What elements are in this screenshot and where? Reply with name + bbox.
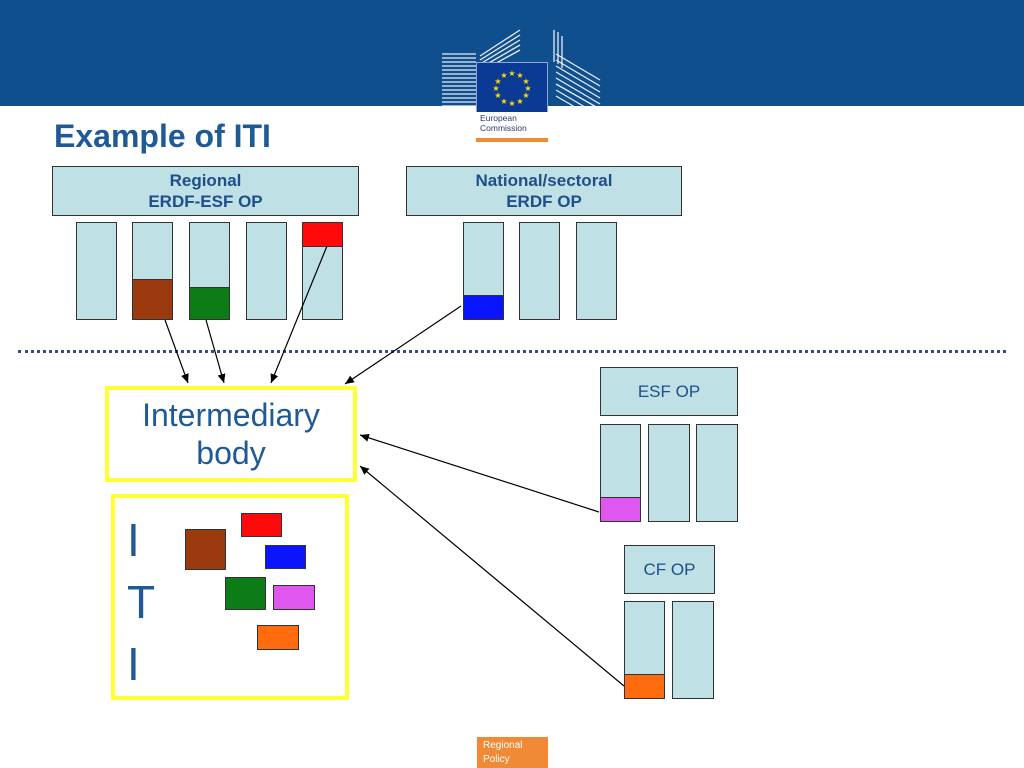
esf-op-column [696,424,738,522]
iti-letter-3: I [127,638,140,690]
logo-text: European Commission [480,113,550,133]
regional-op-column [132,222,173,320]
dotted-separator [18,350,1006,353]
logo-text-line2: Commission [480,123,527,133]
european-commission-logo: ★★★ ★★★ ★★★ ★★★ European Commission [440,28,608,144]
cf-op-header: CF OP [624,545,715,594]
svg-text:★: ★ [522,91,529,100]
berlaymont-building-icon [442,29,601,111]
footer-line2: Policy [483,754,510,765]
regional-policy-tag: Regional Policy [477,737,548,768]
national-op-column [463,222,504,320]
national-op-column [519,222,560,320]
arrow-green-to-ib [205,319,226,384]
national-op-line2: ERDF OP [506,192,582,211]
iti-magenta-square [273,585,315,610]
svg-text:★: ★ [516,97,523,106]
svg-text:★: ★ [492,84,499,93]
iti-orange-square [257,625,299,650]
regional-op-column [189,222,230,320]
regional-op-line2: ERDF-ESF OP [148,192,263,211]
orange-segment [624,674,665,699]
regional-op-header: Regional ERDF-ESF OP [52,166,359,216]
svg-text:★: ★ [500,71,507,80]
intermediary-body-box: Intermediary body [105,386,357,482]
iti-brown-square [185,529,226,570]
arrow-orange-to-ib [359,465,625,687]
intermediary-body-label: Intermediary body [142,396,320,472]
iti-letter-1: I [127,514,140,566]
iti-letter-2: T [127,576,156,628]
iti-blue-square [265,545,306,569]
green-segment [189,287,230,320]
iti-green-square [225,577,266,610]
svg-text:★: ★ [494,91,501,100]
arrow-blue-to-ib [344,305,462,385]
logo-text-line1: European [480,113,517,123]
eu-stars-icon: ★★★ ★★★ ★★★ ★★★ [492,69,531,108]
logo-orange-bar [476,138,548,142]
arrow-red-to-ib [270,245,328,384]
svg-text:★: ★ [508,99,515,108]
page-title: Example of ITI [54,118,271,154]
blue-segment [463,295,504,320]
cf-op-column [624,601,665,699]
regional-op-column [76,222,117,320]
brown-segment [132,279,173,320]
cf-op-column [672,601,714,699]
logo-text-background [476,112,548,140]
national-op-column [576,222,617,320]
footer-line1: Regional [483,740,523,751]
esf-op-column [648,424,690,522]
cf-op-label: CF OP [643,559,696,579]
arrow-magenta-to-ib [359,433,600,513]
svg-text:★: ★ [508,69,515,78]
esf-op-column [600,424,641,522]
esf-op-label: ESF OP [637,381,701,401]
svg-text:★: ★ [494,77,501,86]
national-op-line1: National/sectoral [475,171,613,190]
esf-op-header: ESF OP [600,367,738,416]
svg-text:★: ★ [522,77,529,86]
regional-op-column [246,222,287,320]
regional-op-line1: Regional [169,171,242,190]
svg-text:★: ★ [500,97,507,106]
eu-flag-icon: ★★★ ★★★ ★★★ ★★★ [476,62,548,114]
arrow-brown-to-ib [164,319,189,384]
intermediary-body-line1: Intermediary [142,397,320,433]
intermediary-body-line2: body [196,435,266,471]
magenta-segment [600,497,641,522]
iti-box: I T I [111,494,349,700]
svg-text:★: ★ [524,84,531,93]
red-segment [302,222,343,247]
iti-red-square [241,513,282,537]
regional-op-column [302,222,343,320]
svg-text:★: ★ [516,71,523,80]
national-op-header: National/sectoral ERDF OP [406,166,682,216]
